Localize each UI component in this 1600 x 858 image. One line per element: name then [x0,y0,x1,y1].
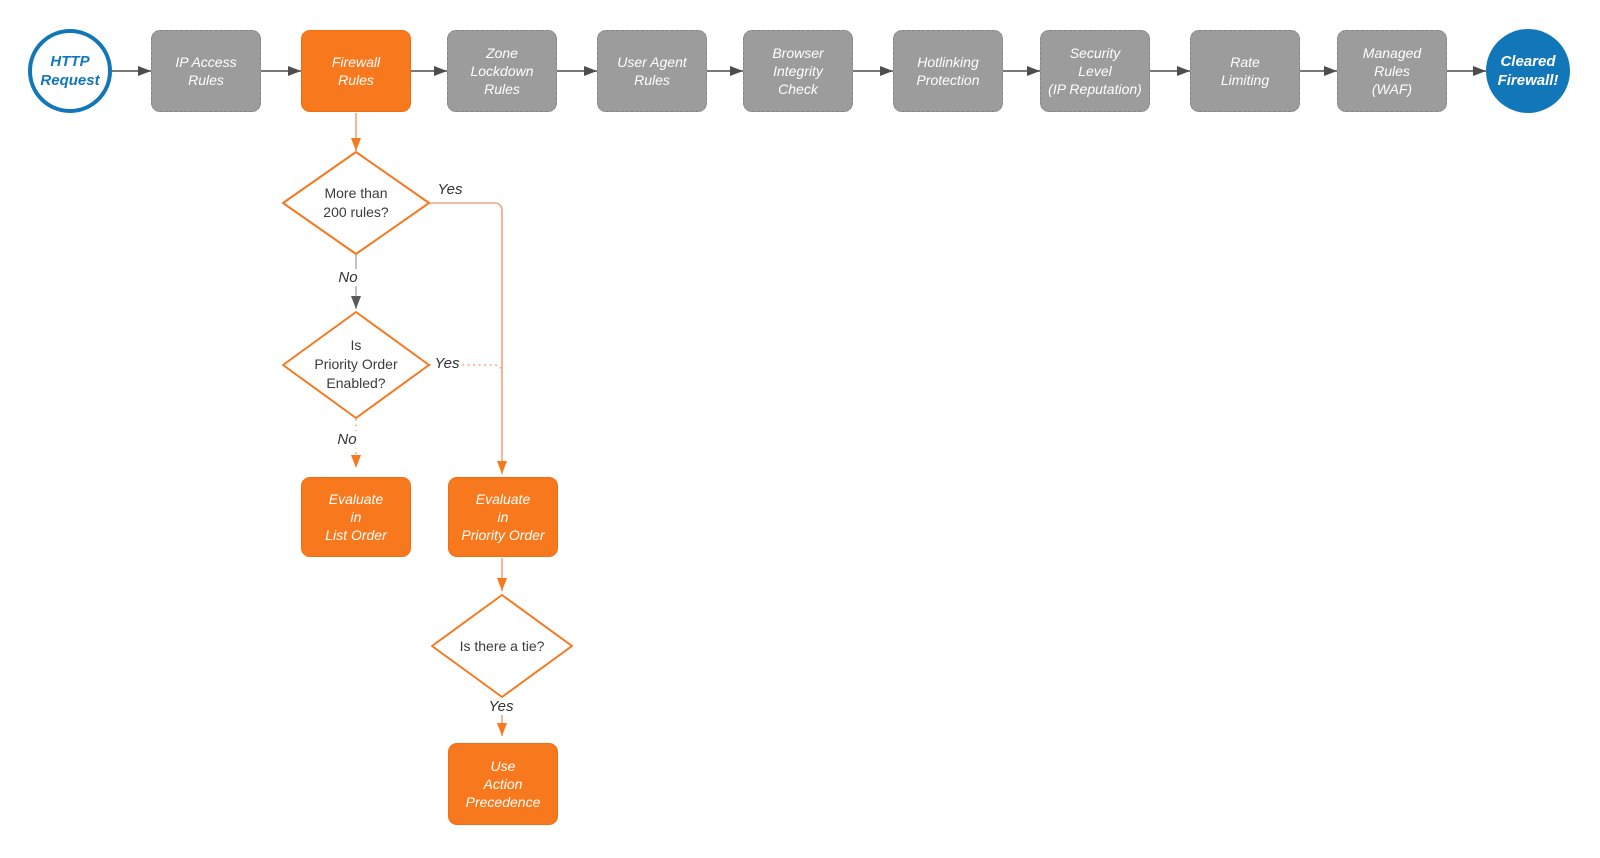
step-user-agent-rules: User Agent Rules [597,30,707,112]
step-rate-limiting: Rate Limiting [1190,30,1300,112]
end-node-cleared-firewall: Cleared Firewall! [1486,29,1570,113]
step-zone-lockdown-rules: Zone Lockdown Rules [447,30,557,112]
branch-label-no-2: No [334,431,360,448]
decision-is-there-a-tie-shape [431,594,573,698]
outcome-use-action-precedence: Use Action Precedence [448,743,558,825]
start-node-http-request: HTTP Request [28,29,112,113]
step-hotlinking-protection: Hotlinking Protection [893,30,1003,112]
edge-decision1-yes-to-priority-order [429,202,507,474]
step-ip-access-rules: IP Access Rules [151,30,261,112]
outcome-evaluate-in-list-order: Evaluate in List Order [301,477,411,557]
decision-priority-order-enabled-shape [282,311,430,419]
step-managed-rules-waf: Managed Rules (WAF) [1337,30,1447,112]
step-browser-integrity-check: Browser Integrity Check [743,30,853,112]
step-firewall-rules: Firewall Rules [301,30,411,112]
decision-more-than-200-rules-shape [282,151,430,255]
decision-priority-order-enabled-label: Is Priority Order Enabled? [314,337,398,391]
branch-label-yes-2: Yes [431,355,463,372]
step-security-level: Security Level (IP Reputation) [1040,30,1150,112]
outcome-evaluate-in-priority-order: Evaluate in Priority Order [448,477,558,557]
branch-label-yes-3: Yes [485,698,517,715]
decision-is-there-a-tie-label: Is there a tie? [459,638,545,654]
decision-more-than-200-rules-label: More than 200 rules? [323,185,389,220]
branch-label-yes-1: Yes [437,181,463,198]
branch-label-no-1: No [335,269,361,286]
